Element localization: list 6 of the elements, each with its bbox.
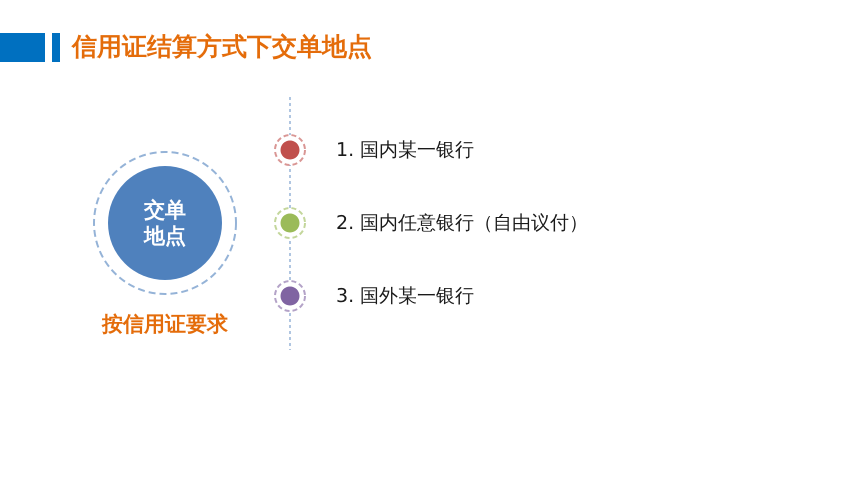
list-item: 3. 国外某一银行 xyxy=(336,283,474,309)
node-label: 按信用证要求 xyxy=(100,311,229,338)
list-item: 2. 国内任意银行（自由议付） xyxy=(336,210,588,236)
list-item: 1. 国内某一银行 xyxy=(336,137,474,163)
circle-label: 交单地点 xyxy=(142,197,187,249)
title: 信用证结算方式下交单地点 xyxy=(72,31,372,63)
